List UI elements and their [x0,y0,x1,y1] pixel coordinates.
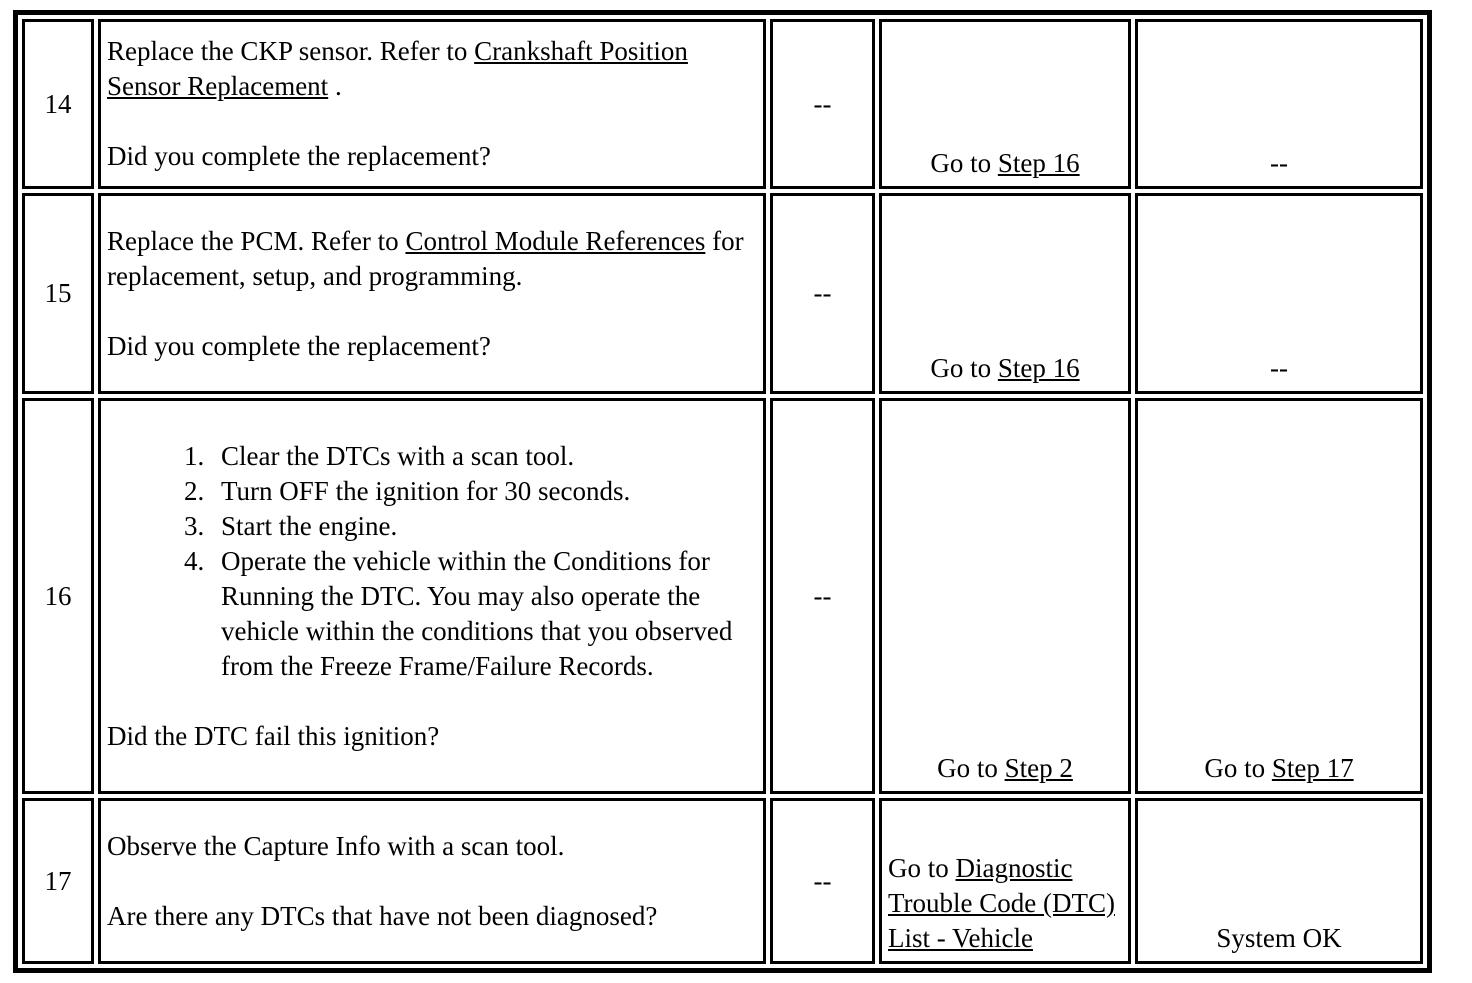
yes-cell: Go to Step 16 [879,19,1131,189]
link-step-16[interactable]: Step 16 [997,148,1080,178]
step-number-cell: 17 [22,798,94,964]
values-cell: -- [770,398,875,794]
action-cell: Clear the DTCs with a scan tool.Turn OFF… [98,398,766,794]
values-text: -- [813,88,832,119]
action-question: Did the DTC fail this ignition? [107,720,440,751]
action-cell: Replace the PCM. Refer to Control Module… [98,193,766,394]
yes-cell: Go to Step 2 [879,398,1131,794]
link-diagnostic-trouble-code-dtc-list-vehicle[interactable]: Diagnostic Trouble Code (DTC) List - Veh… [888,853,1115,953]
action-step-item: Turn OFF the ignition for 30 seconds. [211,474,758,509]
table-row-step-15: 15 Replace the PCM. Refer to Control Modu… [22,193,1423,394]
text-segment: -- [1270,353,1288,383]
text-segment: . [328,71,342,101]
step-number: 15 [44,278,72,308]
step-number-cell: 15 [22,193,94,394]
step-number-cell: 14 [22,19,94,189]
link-crankshaft-position-sensor-replacement[interactable]: Crankshaft Position Sensor Replacement [107,36,688,101]
values-text: -- [813,865,832,896]
values-cell: -- [770,19,875,189]
table-row-step-16: 16 Clear the DTCs with a scan tool.Turn O… [22,398,1423,794]
action-question: Did you complete the replacement? [107,330,491,361]
values-cell: -- [770,193,875,394]
action-step-item: Clear the DTCs with a scan tool. [211,439,758,474]
link-step-16[interactable]: Step 16 [997,353,1080,383]
link-control-module-references[interactable]: Control Module References [405,225,706,256]
text-segment: Go to [937,753,1005,783]
text-segment: Go to [930,148,998,178]
no-cell: Go to Step 17 [1135,398,1423,794]
step-number: 14 [44,88,72,119]
action-text: Observe the Capture Info with a scan too… [107,829,758,864]
yes-cell: Go to Step 16 [879,193,1131,394]
text-segment: for replacement, setup, and programming. [107,225,744,291]
no-cell: -- [1135,193,1423,394]
table-row-step-17: 17 Observe the Capture Info with a scan t… [22,798,1423,964]
action-question: Did you complete the replacement? [107,141,491,171]
text-segment: -- [1270,148,1288,178]
values-text: -- [813,278,832,308]
yes-cell: Go to Diagnostic Trouble Code (DTC) List… [879,798,1131,964]
text-segment: Observe the Capture Info with a scan too… [107,830,565,861]
action-steps-list: Clear the DTCs with a scan tool.Turn OFF… [107,439,758,684]
action-question: Are there any DTCs that have not been di… [107,900,658,931]
text-segment: Go to [1204,753,1272,783]
step-number-cell: 16 [22,398,94,794]
link-step-17[interactable]: Step 17 [1271,753,1354,783]
diagnostic-step-table: 14 Replace the CKP sensor. Refer to Crank… [13,10,1432,973]
text-segment: Go to [930,353,998,383]
step-number: 16 [44,580,72,611]
text-segment: System OK [1216,923,1342,953]
no-cell: System OK [1135,798,1423,964]
action-text: Replace the CKP sensor. Refer to Cranksh… [107,34,758,104]
text-segment: Replace the PCM. Refer to [107,225,406,256]
action-text: Replace the PCM. Refer to Control Module… [107,224,758,294]
text-segment: Go to [888,853,956,883]
action-step-item: Operate the vehicle within the Condition… [211,544,758,684]
link-step-2[interactable]: Step 2 [1004,753,1073,783]
step-number: 17 [44,865,72,896]
action-cell: Observe the Capture Info with a scan too… [98,798,766,964]
action-step-item: Start the engine. [211,509,758,544]
table-row-step-14: 14 Replace the CKP sensor. Refer to Crank… [22,19,1423,189]
values-text: -- [813,580,832,611]
text-segment: Replace the CKP sensor. Refer to [107,36,475,66]
no-cell: -- [1135,19,1423,189]
values-cell: -- [770,798,875,964]
action-cell: Replace the CKP sensor. Refer to Cranksh… [98,19,766,189]
